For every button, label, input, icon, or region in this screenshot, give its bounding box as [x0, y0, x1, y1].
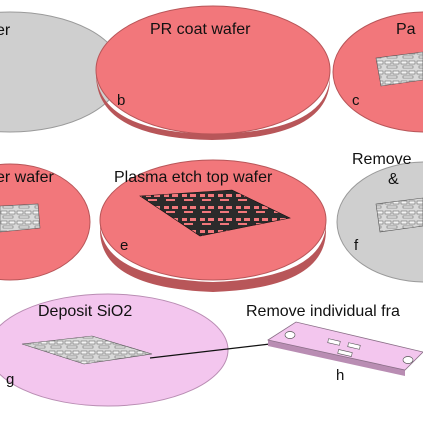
step-h-caption: Remove individual fra [246, 303, 400, 320]
wafer-e-etch-pattern [139, 189, 291, 237]
step-d-caption: er wafer [0, 169, 54, 186]
step-f-caption: Remove [352, 151, 412, 168]
wafer-c-pattern [375, 51, 423, 87]
step-g-label: g [6, 371, 14, 388]
step-f-label: f [354, 237, 359, 254]
step-e-caption: Plasma etch top wafer [114, 169, 273, 186]
frame-h-slot-2 [347, 342, 361, 350]
step-b-label: b [117, 92, 125, 109]
step-c-label: c [352, 92, 360, 109]
wafer-c [332, 11, 423, 133]
step-c: Pa c [332, 11, 423, 133]
step-d: er wafer [0, 163, 91, 281]
connector-line [149, 343, 271, 359]
step-c-caption: Pa [396, 21, 416, 38]
frame-h-edge [268, 340, 405, 376]
wafer-d [0, 163, 91, 281]
frame-h-hole-left [284, 331, 296, 339]
step-b-caption: PR coat wafer [150, 21, 251, 38]
wafer-g-pattern [21, 335, 153, 365]
step-f: Remove & f [336, 151, 423, 283]
step-e: Plasma etch top wafer e [99, 159, 327, 292]
frame-h-hole-right [402, 356, 414, 364]
step-b: PR coat wafer b [95, 5, 331, 140]
wafer-d-pattern [0, 203, 41, 233]
wafer-b [95, 5, 331, 135]
step-g-caption: Deposit SiO2 [38, 303, 132, 320]
step-f-caption-line2: & [388, 171, 399, 188]
frame-h-slot-1 [327, 338, 341, 346]
step-h: Remove individual fra h [246, 303, 423, 384]
step-e-label: e [120, 237, 128, 254]
step-a-caption: er [0, 22, 11, 39]
wafer-f-pattern [375, 197, 423, 233]
frame-h-slot-3 [337, 349, 353, 357]
step-h-label: h [336, 367, 344, 384]
step-g: Deposit SiO2 g [0, 293, 271, 407]
frame-h [266, 321, 423, 371]
